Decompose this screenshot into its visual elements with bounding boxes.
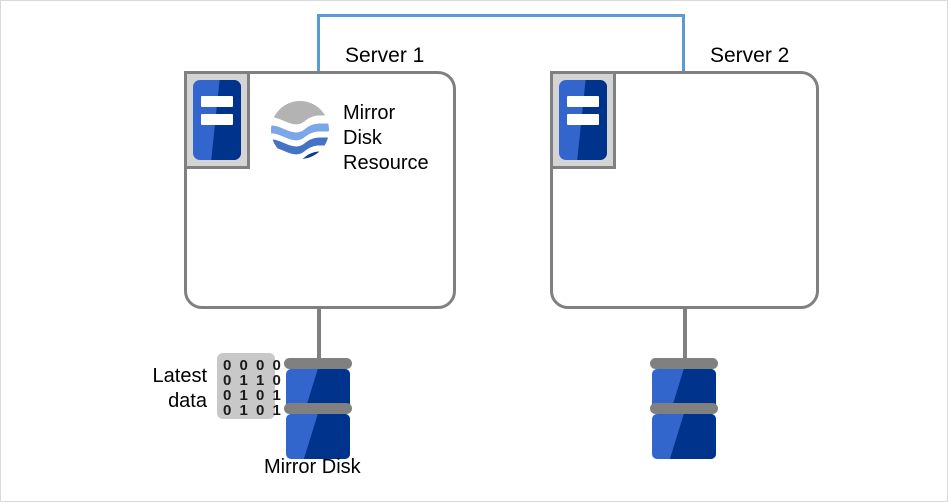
machine-body bbox=[559, 80, 607, 160]
server-label-server-2: Server 2 bbox=[710, 44, 790, 67]
binary-data-icon: 0 0 0 0 0 1 1 0 0 1 0 1 0 1 0 1 bbox=[217, 353, 283, 419]
latest-data-label: Latest data bbox=[152, 365, 207, 412]
binary-row: 0 1 0 1 bbox=[223, 387, 283, 404]
machine-body bbox=[193, 80, 241, 160]
disk-block-shade bbox=[669, 414, 716, 459]
disk-platter-middle bbox=[284, 403, 352, 414]
disk-block-shade bbox=[303, 414, 350, 459]
disk-stack-icon-disk-1 bbox=[284, 358, 352, 461]
server-machine-icon-server-1 bbox=[184, 71, 250, 169]
disk-caption-disk-1: Mirror Disk bbox=[264, 456, 361, 478]
disk-block-lower bbox=[286, 414, 350, 459]
server-label-server-1: Server 1 bbox=[345, 44, 425, 67]
mirror-disk-resource-label: Mirror Disk Resource bbox=[343, 102, 429, 174]
disk-platter-top bbox=[284, 358, 352, 369]
machine-bar-bottom bbox=[567, 113, 599, 125]
mirror-disk-resource-globe-icon bbox=[269, 99, 331, 161]
interconnect-link bbox=[317, 14, 685, 72]
machine-bar-bottom bbox=[201, 113, 233, 125]
disk-stack-icon-disk-2 bbox=[650, 358, 718, 461]
disk-platter-top bbox=[650, 358, 718, 369]
machine-bar-top bbox=[567, 96, 599, 108]
disk-platter-middle bbox=[650, 403, 718, 414]
machine-bar-top bbox=[201, 96, 233, 108]
disk-block-lower bbox=[652, 414, 716, 459]
binary-row: 0 0 0 0 bbox=[223, 357, 283, 374]
connector-server-2-to-disk bbox=[683, 309, 687, 363]
binary-row: 0 1 1 0 bbox=[223, 372, 283, 389]
server-machine-icon-server-2 bbox=[550, 71, 616, 169]
connector-server-1-to-disk bbox=[317, 309, 321, 363]
binary-row: 0 1 0 1 bbox=[223, 402, 283, 419]
